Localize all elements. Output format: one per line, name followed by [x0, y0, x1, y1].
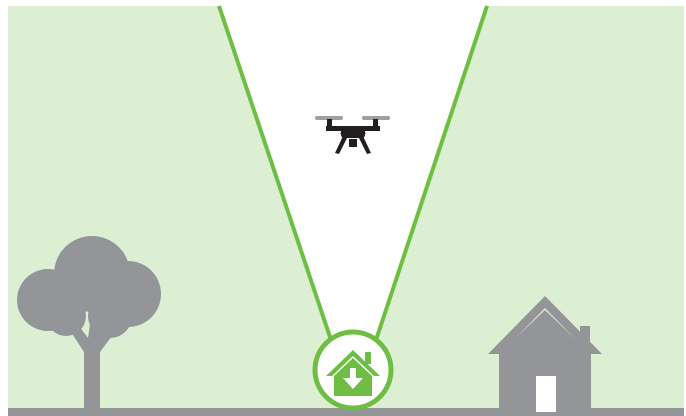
- house-door: [536, 376, 556, 412]
- home-landing-icon: [315, 332, 391, 408]
